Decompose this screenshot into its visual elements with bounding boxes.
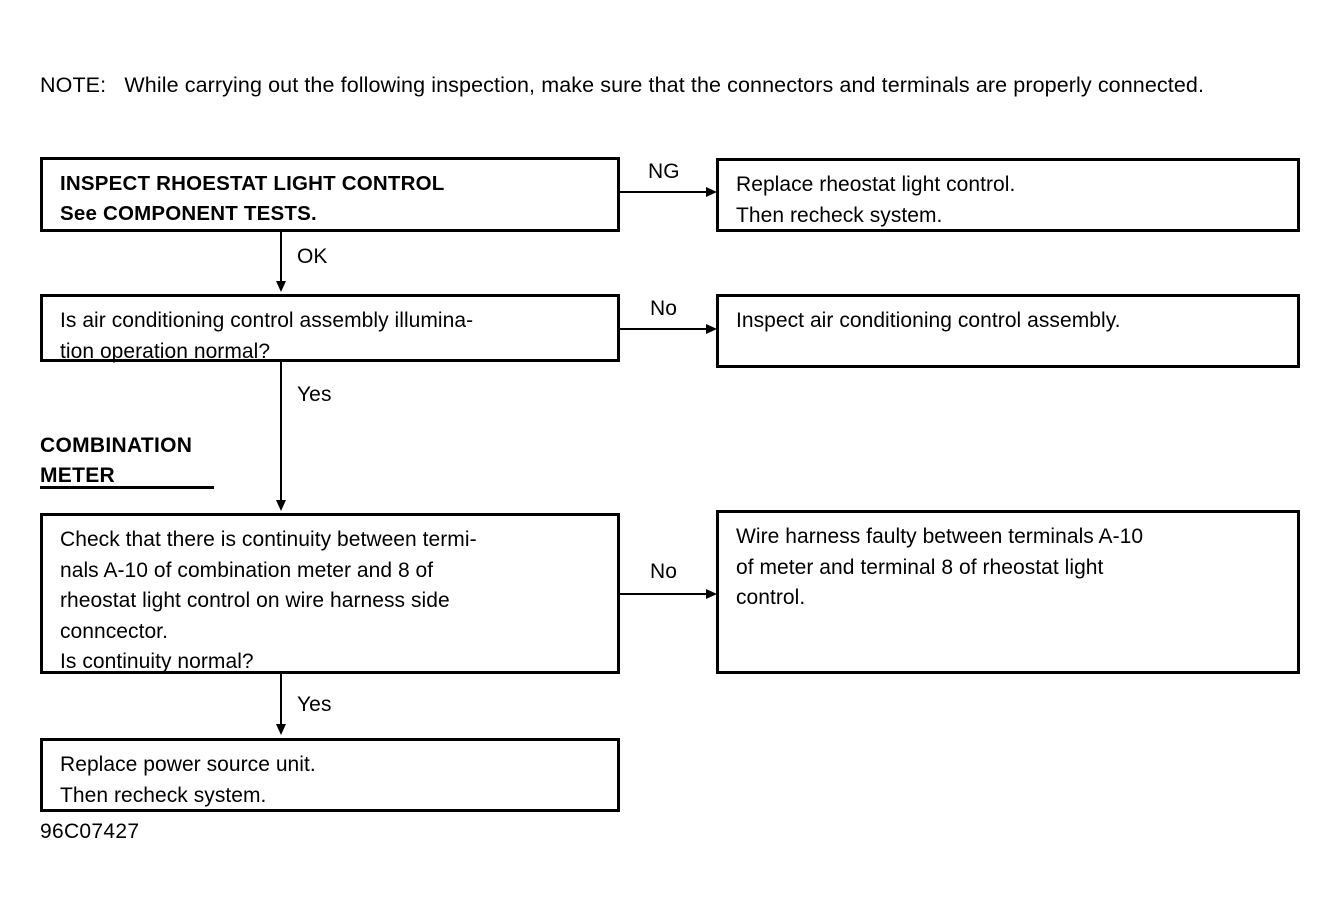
box-inspect-ac-assembly-text: Inspect air conditioning control assembl… [736,309,1121,332]
connector-yes-2-line [280,674,282,726]
connector-no-2-line [620,593,708,595]
box-wire-harness-faulty: Wire harness faulty between terminals A-… [716,510,1300,674]
box-inspect-rheostat: INSPECT RHOESTAT LIGHT CONTROL See COMPO… [40,157,620,232]
box-inspect-rheostat-text: INSPECT RHOESTAT LIGHT CONTROL See COMPO… [60,172,445,225]
box-wire-harness-faulty-text: Wire harness faulty between terminals A-… [736,525,1144,609]
box-replace-power-source-text: Replace power source unit. Then recheck … [60,753,316,807]
box-ac-illumination-question: Is air conditioning control assembly ill… [40,294,620,363]
connector-yes-1-arrowhead [276,500,286,511]
connector-no-1-line [620,328,708,330]
edge-label-ng: NG [648,160,680,183]
section-title-combination-meter: COMBINATION METER [40,434,193,487]
connector-no-1-arrowhead [706,324,717,334]
box-ac-illumination-question-text: Is air conditioning control assembly ill… [60,309,474,363]
note-text: NOTE: While carrying out the following i… [40,73,1205,97]
edge-label-no-2: No [650,560,678,583]
connector-yes-1-line [280,362,282,503]
connector-ng-arrowhead [706,187,717,197]
connector-ng-line [620,191,708,193]
edge-label-yes-2: Yes [297,693,332,716]
box-replace-rheostat: Replace rheostat light control. Then rec… [716,158,1300,232]
section-title-underline [40,486,214,489]
connector-ok-line [280,232,282,284]
box-replace-power-source: Replace power source unit. Then recheck … [40,738,620,812]
box-replace-rheostat-text: Replace rheostat light control. Then rec… [736,173,1016,227]
box-inspect-ac-assembly: Inspect air conditioning control assembl… [716,294,1300,368]
edge-label-ok: OK [297,245,328,268]
box-continuity-check: Check that there is continuity between t… [40,513,620,674]
edge-label-yes-1: Yes [297,383,332,406]
connector-ok-arrowhead [276,281,286,292]
box-continuity-check-text: Check that there is continuity between t… [60,528,477,673]
connector-yes-2-arrowhead [276,724,286,735]
edge-label-no-1: No [650,297,678,320]
connector-no-2-arrowhead [706,589,717,599]
figure-id-label: 96C07427 [40,820,140,843]
